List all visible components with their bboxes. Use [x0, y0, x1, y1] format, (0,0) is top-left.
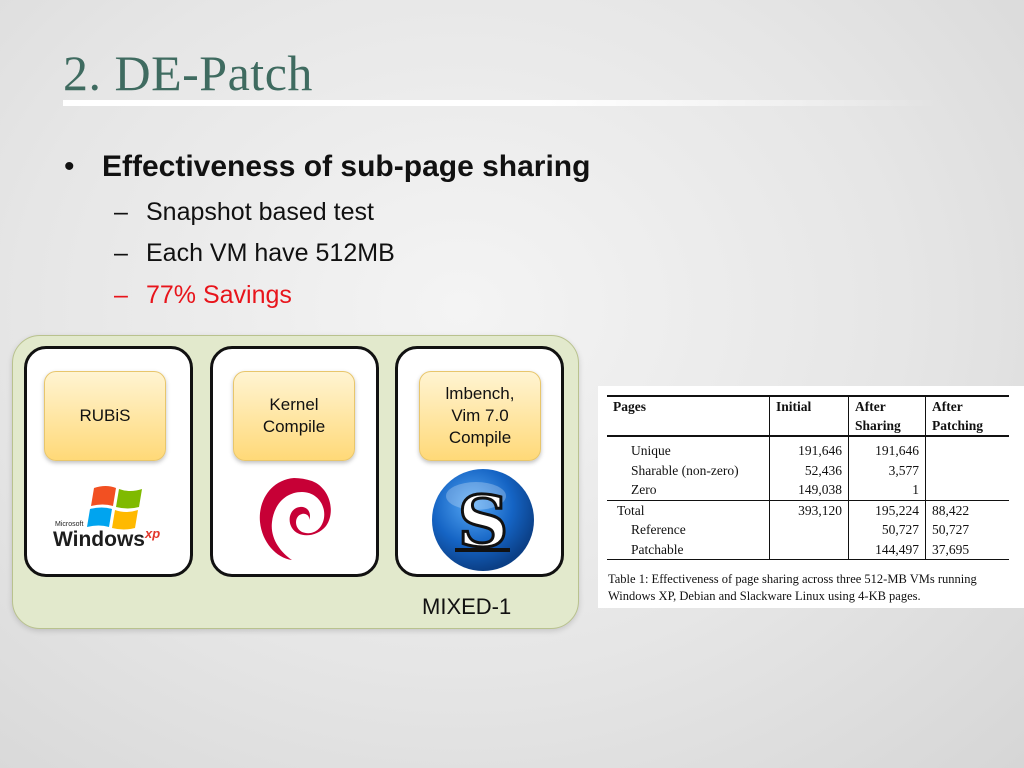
cell: 149,038 — [769, 480, 849, 500]
row-label: Reference — [631, 522, 686, 537]
windows-wordmark: Windows — [53, 528, 145, 551]
table-caption: Table 1: Effectiveness of page sharing a… — [608, 572, 977, 603]
microsoft-wordmark: Microsoft — [55, 521, 83, 528]
dash: – — [114, 239, 128, 267]
main-bullet: • Effectiveness of sub-page sharing — [64, 150, 590, 184]
table-row: Reference 50,727 50,727 — [607, 520, 1009, 540]
row-label: Sharable (non-zero) — [631, 462, 739, 478]
row-label: Patchable — [607, 539, 770, 560]
windows-xp-logo: Microsoft Windows xp — [50, 478, 170, 554]
app-box-lmbench: lmbench, Vim 7.0 Compile — [419, 371, 541, 461]
sub-bullet-2: –Each VM have 512MB — [114, 239, 395, 268]
dash: – — [114, 281, 128, 309]
table-header-row: Pages Initial After Sharing After Patchi… — [607, 395, 1009, 437]
cell: 37,695 — [925, 539, 1009, 560]
cell — [769, 539, 849, 560]
app-label: Kernel Compile — [262, 394, 326, 436]
header-initial: Initial — [769, 395, 849, 437]
cell: 88,422 — [925, 499, 1009, 520]
table-row: Zero 149,038 1 — [607, 480, 1009, 500]
app-label: RUBiS — [79, 405, 131, 425]
dash: – — [114, 198, 128, 226]
header-after-sharing: After Sharing — [848, 395, 926, 437]
table-row: Unique 191,646 191,646 — [607, 436, 1009, 461]
main-bullet-text: Effectiveness of sub-page sharing — [102, 150, 591, 183]
cell — [769, 520, 849, 540]
slackware-logo: S — [430, 468, 538, 572]
cell: 3,577 — [848, 460, 926, 480]
app-label: lmbench, Vim 7.0 Compile — [445, 383, 515, 448]
row-label: Total — [607, 499, 770, 520]
sub-bullet-3: –77% Savings — [114, 281, 292, 310]
results-table-panel: Pages Initial After Sharing After Patchi… — [598, 386, 1024, 608]
table-row: Sharable (non-zero) 52,436 3,577 — [607, 460, 1009, 480]
row-label: Unique — [631, 443, 671, 458]
header-pages: Pages — [607, 395, 770, 437]
app-box-kernel-compile: Kernel Compile — [233, 371, 355, 461]
bullet-dot: • — [64, 150, 75, 183]
xp-wordmark: xp — [144, 526, 160, 541]
cell: 50,727 — [848, 520, 926, 540]
mixed-label: MIXED-1 — [422, 594, 512, 619]
cell — [925, 460, 1009, 480]
app-box-rubis: RUBiS — [44, 371, 166, 461]
row-label: Zero — [631, 482, 657, 497]
table-row: Patchable 144,497 37,695 — [607, 539, 1009, 560]
title-underline — [63, 100, 943, 106]
debian-swirl-logo — [250, 470, 340, 565]
cell: 191,646 — [848, 436, 926, 461]
sub-bullet-text: Snapshot based test — [146, 198, 374, 226]
windows-flag-icon — [87, 486, 142, 530]
cell — [925, 480, 1009, 500]
sub-bullet-text: Each VM have 512MB — [146, 239, 395, 267]
cell: 393,120 — [769, 499, 849, 520]
slide-title: 2. DE-Patch — [63, 45, 313, 101]
cell: 1 — [848, 480, 926, 500]
sub-bullet-text: 77% Savings — [146, 281, 292, 309]
cell: 191,646 — [769, 436, 849, 461]
cell: 52,436 — [769, 460, 849, 480]
table-row: Total 393,120 195,224 88,422 — [607, 499, 1009, 520]
cell: 144,497 — [848, 539, 926, 560]
sub-bullet-1: –Snapshot based test — [114, 198, 374, 227]
results-table: Pages Initial After Sharing After Patchi… — [607, 395, 1009, 560]
cell: 50,727 — [925, 520, 1009, 540]
cell — [925, 436, 1009, 461]
header-after-patching: After Patching — [925, 395, 1009, 437]
cell: 195,224 — [848, 499, 926, 520]
